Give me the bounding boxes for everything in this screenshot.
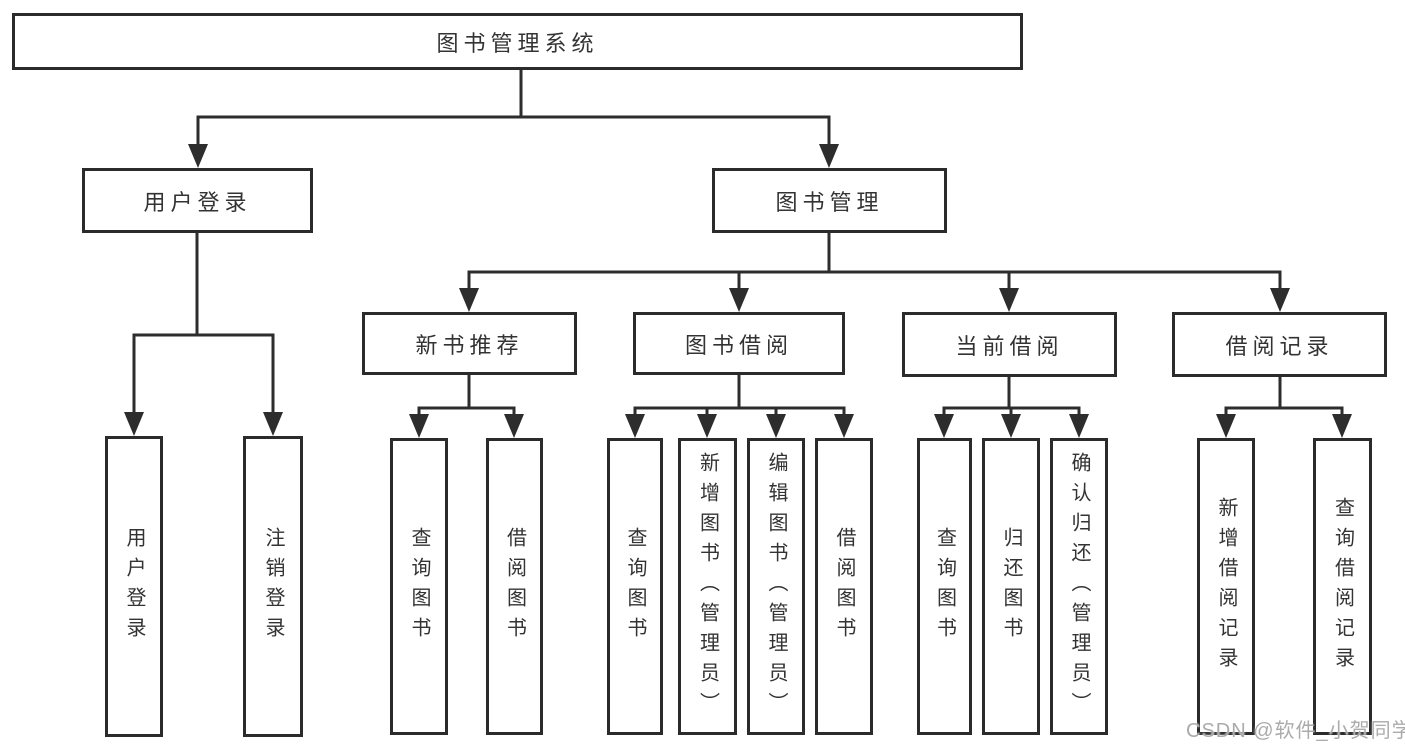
leaf-add-book-admin: 新增图书（管理员） [678,438,737,735]
leaf-borrow-books-label: 借阅图书 [833,526,855,647]
node-library-system: 图书管理系统 [12,13,1023,70]
leaf-add-borrow-record-label: 新增借阅记录 [1215,496,1237,677]
leaf-confirm-return-admin: 确认归还（管理员） [1050,438,1108,735]
node-book-management: 图书管理 [712,168,947,233]
leaf-return-book: 归还图书 [982,438,1040,735]
leaf-return-book-label: 归还图书 [1000,526,1022,647]
watermark: CSDN @软件_小贺同学 [1186,720,1405,742]
node-book-borrow: 图书借阅 [633,312,845,375]
leaf-query-borrow-record-label: 查询借阅记录 [1331,496,1354,677]
node-current-borrow: 当前借阅 [902,312,1117,377]
node-new-book-recommend: 新书推荐 [362,312,577,375]
node-user-login: 用户登录 [82,168,313,233]
leaf-confirm-return-admin-label: 确认归还（管理员） [1068,451,1090,722]
leaf-borrow-books-recommend-label: 借阅图书 [503,526,526,647]
leaf-user-login-label: 用户登录 [123,526,145,647]
leaf-logout: 注销登录 [243,436,303,737]
leaf-add-book-admin-label: 新增图书（管理员） [696,451,719,722]
leaf-logout-label: 注销登录 [262,526,284,647]
leaf-query-books-recommend-label: 查询图书 [408,526,430,647]
leaf-query-books-current-label: 查询图书 [933,526,956,647]
leaf-edit-book-admin: 编辑图书（管理员） [747,438,805,735]
node-borrow-records: 借阅记录 [1172,312,1387,377]
leaf-query-books-current: 查询图书 [917,438,972,735]
leaf-query-books-borrow-label: 查询图书 [624,526,646,647]
leaf-query-books-recommend: 查询图书 [390,438,448,735]
leaf-add-borrow-record: 新增借阅记录 [1197,438,1255,735]
leaf-query-books-borrow: 查询图书 [607,438,663,735]
leaf-user-login: 用户登录 [105,436,163,737]
leaf-query-borrow-record: 查询借阅记录 [1313,438,1372,735]
leaf-borrow-books-recommend: 借阅图书 [486,438,543,735]
leaf-edit-book-admin-label: 编辑图书（管理员） [765,451,787,722]
leaf-borrow-books: 借阅图书 [815,438,873,735]
